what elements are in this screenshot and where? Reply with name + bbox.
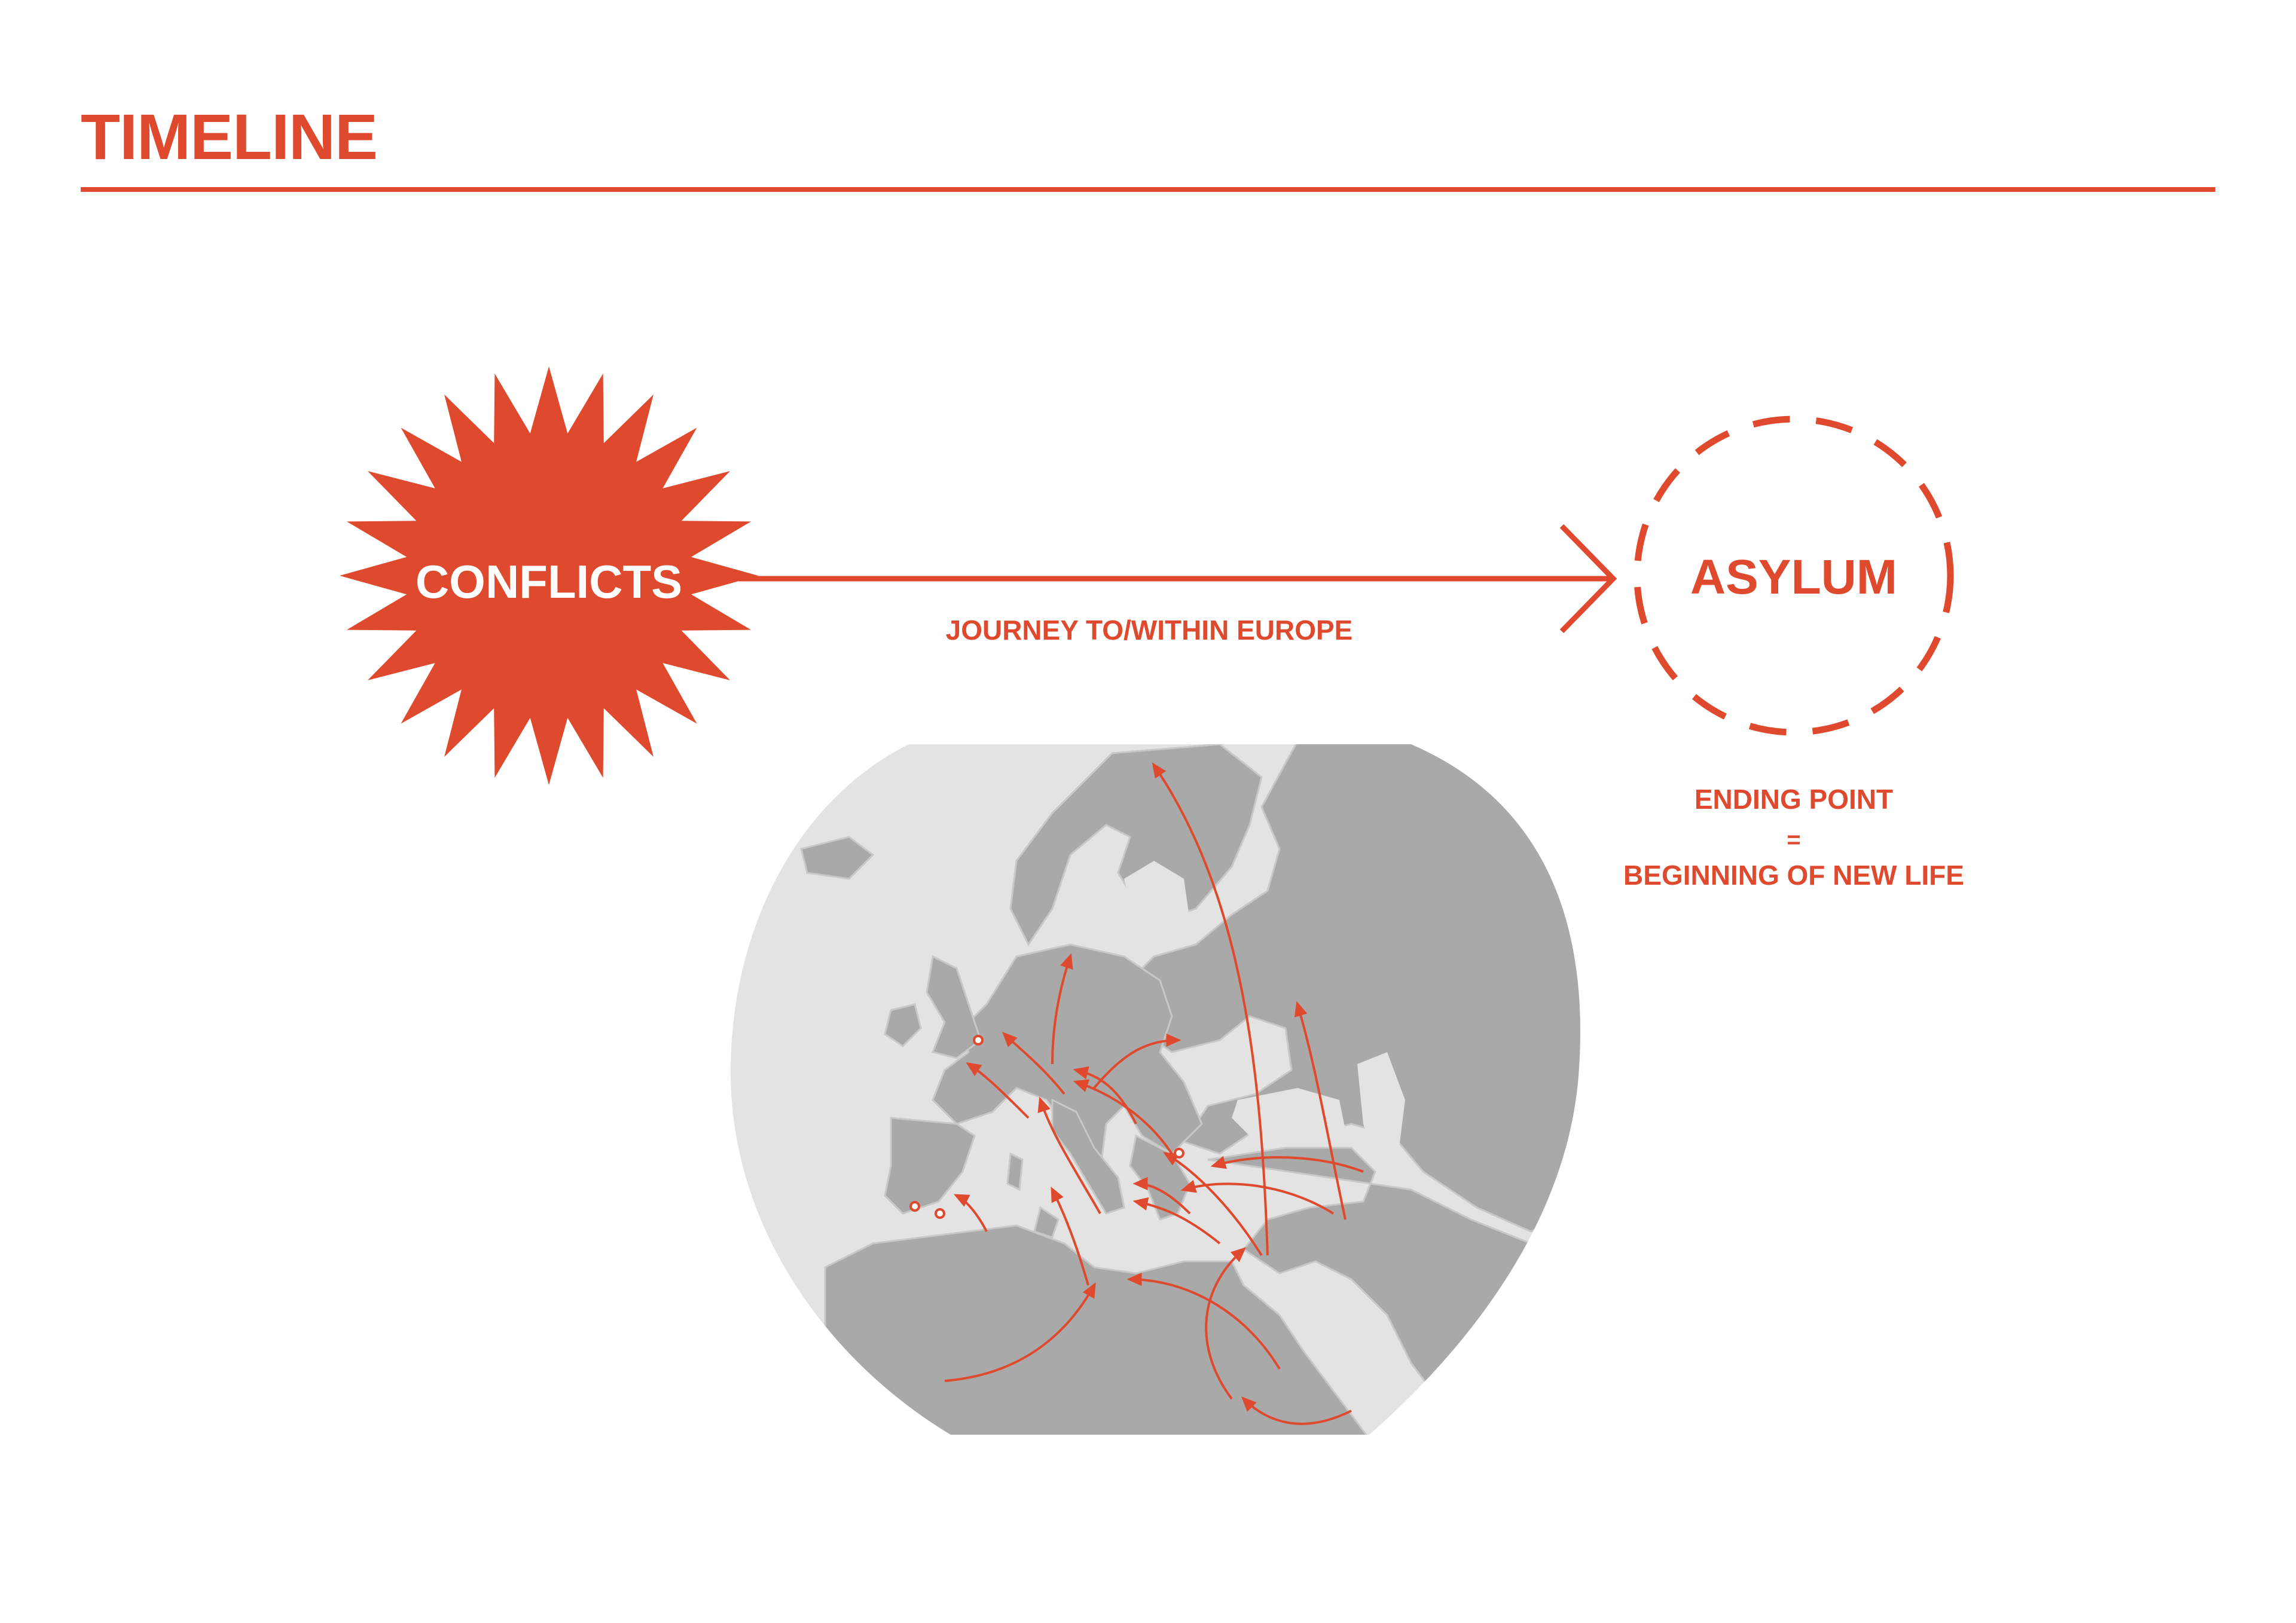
route-line bbox=[1152, 762, 1269, 1256]
inner-seas bbox=[1124, 861, 1405, 1160]
route-point bbox=[1174, 1148, 1184, 1159]
route-line bbox=[1037, 1096, 1101, 1214]
migration-routes bbox=[944, 762, 1364, 1425]
route-line bbox=[1294, 1001, 1347, 1220]
ending-point-text: ENDING POINT bbox=[1694, 784, 1893, 815]
route-line bbox=[1051, 953, 1073, 1065]
route-point bbox=[973, 1035, 984, 1046]
route-line bbox=[966, 1062, 1030, 1119]
route-markers bbox=[909, 1035, 1184, 1219]
ending-note: ENDING POINT = BEGINNING OF NEW LIFE bbox=[1623, 784, 1964, 891]
route-point bbox=[909, 1201, 920, 1212]
page-title: TIMELINE bbox=[81, 100, 378, 173]
route-line bbox=[1051, 1186, 1089, 1286]
route-line bbox=[1163, 1152, 1263, 1257]
europe-migration-map bbox=[730, 744, 1580, 1435]
route-line bbox=[1093, 1033, 1181, 1089]
route-line bbox=[1180, 1179, 1335, 1215]
route-line bbox=[1132, 1176, 1191, 1215]
route-point bbox=[935, 1208, 945, 1219]
route-line bbox=[1073, 1066, 1137, 1124]
starburst-icon bbox=[340, 366, 758, 785]
route-line bbox=[1210, 1156, 1364, 1173]
route-line bbox=[1241, 1396, 1352, 1425]
route-line bbox=[953, 1194, 988, 1232]
equals-sign: = bbox=[1787, 827, 1800, 853]
journey-label: JOURNEY TO/WITHIN EUROPE bbox=[946, 615, 1353, 646]
baltic-sea bbox=[1124, 861, 1190, 939]
asylum-label: ASYLUM bbox=[1690, 550, 1897, 604]
route-line bbox=[1002, 1032, 1065, 1095]
asylum-node: ASYLUM bbox=[1634, 415, 1954, 736]
arrowhead-icon bbox=[1559, 524, 1617, 634]
conflicts-label: CONFLICTS bbox=[416, 555, 682, 608]
journey-arrow: JOURNEY TO/WITHIN EUROPE bbox=[735, 524, 1617, 646]
new-life-text: BEGINNING OF NEW LIFE bbox=[1623, 860, 1964, 891]
caspian-sea bbox=[1357, 1052, 1405, 1160]
conflicts-node: CONFLICTS bbox=[340, 366, 758, 785]
southern-peninsulas bbox=[1006, 1098, 1191, 1239]
route-line bbox=[1126, 1272, 1281, 1370]
dashed-circle-icon bbox=[1634, 415, 1954, 736]
route-line bbox=[1132, 1197, 1221, 1245]
route-line bbox=[944, 1282, 1096, 1382]
route-line bbox=[1205, 1247, 1247, 1400]
title-divider bbox=[81, 187, 2215, 192]
